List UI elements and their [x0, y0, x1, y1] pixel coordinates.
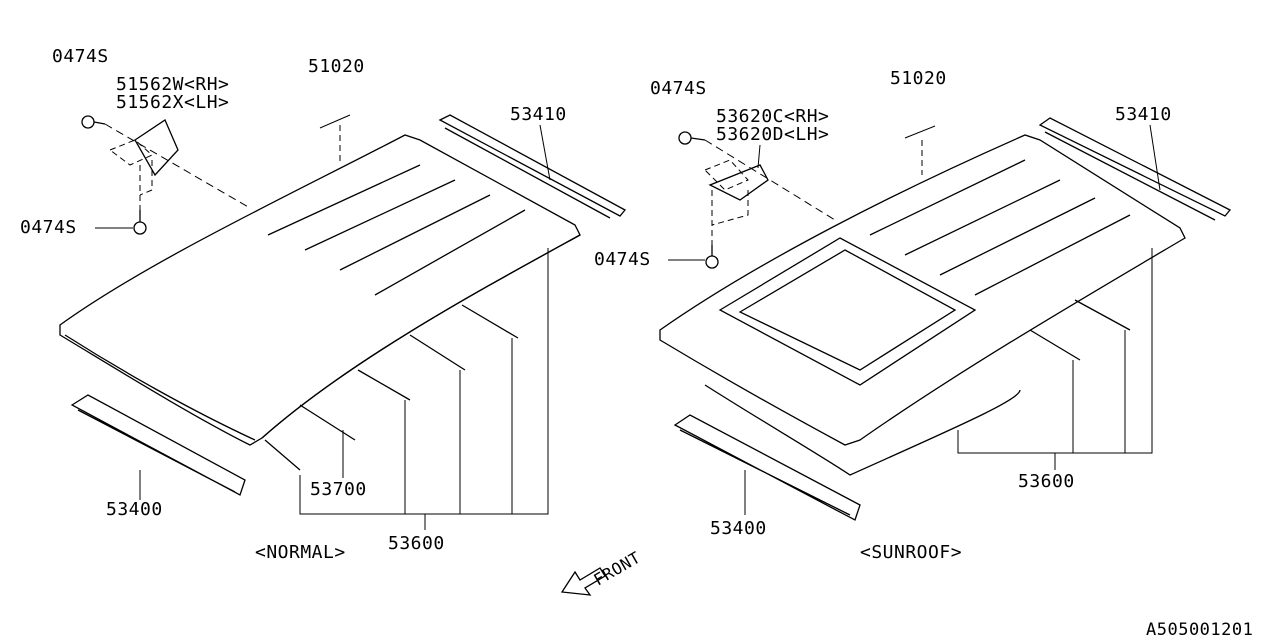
label-normal-bracket-lh: 51562X<LH> [116, 92, 230, 113]
label-normal-bolt-lower: 0474S [20, 217, 77, 238]
normal-front-rail [70, 394, 246, 496]
label-sunroof-bracket-lh: 53620D<LH> [716, 124, 830, 145]
label-normal-bracket-rh: 51562W<RH> [116, 74, 230, 95]
normal-roof-panel [59, 134, 581, 446]
normal-bracket [81, 115, 179, 235]
label-normal-rear-rail: 53410 [510, 104, 567, 125]
label-sunroof-bolt-lower: 0474S [594, 249, 651, 270]
label-sunroof-bolt-upper: 0474S [650, 78, 707, 99]
label-normal-clip: 51020 [308, 56, 365, 77]
label-sunroof-front-rail: 53400 [710, 518, 767, 539]
sunroof-front-rail [673, 414, 861, 521]
normal-caption: <NORMAL> [255, 542, 346, 563]
label-sunroof-bows: 53600 [1018, 471, 1075, 492]
sunroof-rear-rail [1038, 117, 1232, 221]
diagram-code: A505001201 [1146, 620, 1254, 640]
label-normal-bow-front: 53700 [310, 479, 367, 500]
normal-rear-rail [438, 114, 627, 219]
normal-bows [264, 304, 519, 471]
label-normal-front-rail: 53400 [106, 499, 163, 520]
sunroof-bows [1029, 299, 1131, 361]
label-sunroof-bracket-rh: 53620C<RH> [716, 106, 830, 127]
sunroof-caption: <SUNROOF> [860, 542, 963, 563]
label-sunroof-clip: 51020 [890, 68, 947, 89]
sunroof-roof-panel [659, 134, 1186, 476]
label-sunroof-rear-rail: 53410 [1115, 104, 1172, 125]
sunroof-leader-lines [668, 124, 1161, 515]
label-normal-bolt-upper: 0474S [52, 46, 109, 67]
label-normal-bows: 53600 [388, 533, 445, 554]
sunroof-bracket [678, 131, 769, 269]
front-arrow-icon [560, 567, 606, 596]
normal-leader-lines [95, 114, 551, 530]
